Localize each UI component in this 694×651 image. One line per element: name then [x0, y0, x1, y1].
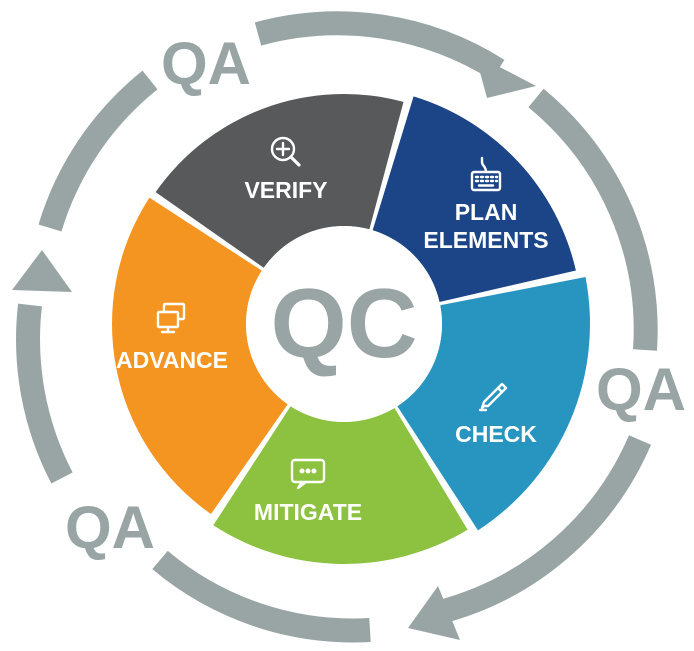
segment-label-plan-elements: PLAN [455, 199, 518, 225]
arrowhead-bottom [408, 586, 460, 640]
zoom-in-icon [270, 136, 301, 167]
segment-check [397, 277, 590, 531]
qa-label-top: QA [161, 30, 251, 97]
segment-verify [155, 94, 404, 268]
chat-bubble-icon [290, 458, 326, 490]
ring-arc-bottom-right [436, 435, 652, 624]
keyboard-icon [470, 156, 502, 192]
ring-arc-top-left [38, 70, 158, 232]
qa-label-right: QA [596, 356, 686, 423]
monitors-icon [156, 302, 186, 334]
arrowhead-top-right [475, 54, 536, 98]
segment-label-plan-elements: ELEMENTS [423, 227, 548, 253]
outer-qa-ring [12, 11, 658, 643]
segment-label-mitigate: MITIGATE [254, 499, 362, 525]
segment-label-verify: VERIFY [244, 177, 327, 203]
qc-center-label: QC [271, 268, 418, 378]
arrowhead-left [12, 250, 72, 292]
pencil-icon [478, 382, 508, 412]
qc-cycle-segments [111, 94, 590, 564]
segment-plan-elements [372, 96, 576, 302]
segment-label-check: CHECK [455, 421, 537, 447]
ring-arc-bottom-left [152, 550, 371, 643]
ring-arc-left [16, 303, 73, 484]
segment-advance [111, 197, 288, 515]
center-circle [246, 226, 442, 422]
segment-label-advance: ADVANCE [116, 347, 228, 373]
qa-label-bottom-left: QA [65, 494, 155, 561]
ring-arc-top [254, 11, 505, 81]
segment-mitigate [213, 406, 468, 564]
ring-arc-right [528, 88, 658, 351]
